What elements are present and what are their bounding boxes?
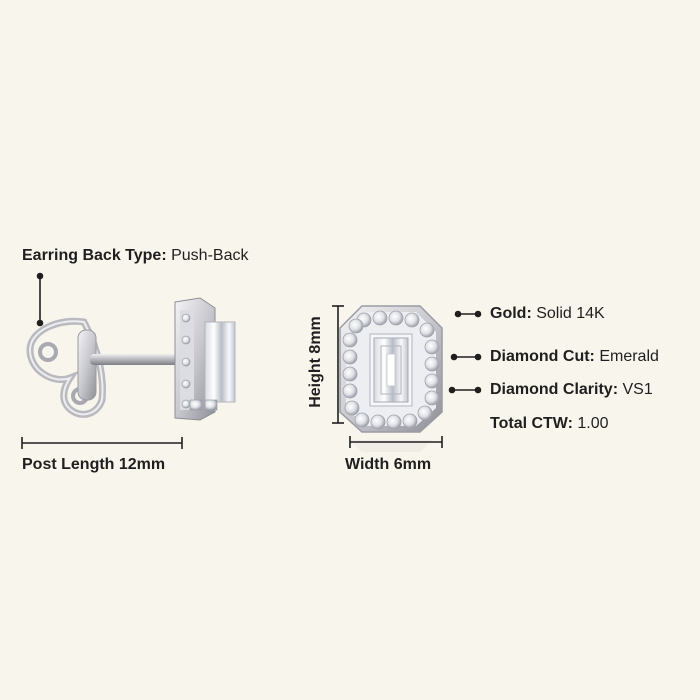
spec-gold-value: Solid 14K (536, 305, 605, 322)
height-dimension-line (332, 305, 344, 424)
post-length-text: Post Length 12mm (22, 456, 166, 473)
post-length-label: Post Length 12mm (22, 455, 165, 475)
spec-cut-value: Emerald (599, 348, 659, 365)
back-type-value: Push-Back (171, 247, 249, 264)
spec-cut: Diamond Cut: Emerald (490, 347, 659, 367)
width-text: Width 6mm (345, 456, 432, 473)
back-type-label: Earring Back Type: Push-Back (22, 246, 248, 266)
spec-gold-key: Gold: (490, 305, 532, 322)
width-label: Width 6mm (345, 455, 431, 475)
earring-front-view (339, 305, 443, 452)
width-dimension-line (349, 436, 443, 448)
spec-cut-key: Diamond Cut: (490, 348, 595, 365)
back-type-pointer (36, 272, 44, 327)
height-text: Height 8mm (307, 316, 324, 408)
spec-clarity: Diamond Clarity: VS1 (490, 380, 653, 400)
post (90, 354, 182, 365)
spec-ctw-key: Total CTW: (490, 415, 573, 432)
earring-side-view (26, 297, 236, 421)
post-length-dimension-line (21, 437, 183, 449)
back-type-key: Earring Back Type: (22, 247, 167, 264)
halo-diamonds (342, 310, 440, 430)
spec-gold: Gold: Solid 14K (490, 304, 605, 324)
spec-clarity-value: VS1 (622, 381, 653, 398)
spec-ctw: Total CTW: 1.00 (490, 414, 609, 434)
spec-ctw-value: 1.00 (577, 415, 609, 432)
spec-pointers (448, 310, 482, 394)
height-label: Height 8mm (306, 312, 326, 412)
spec-clarity-key: Diamond Clarity: (490, 381, 619, 398)
